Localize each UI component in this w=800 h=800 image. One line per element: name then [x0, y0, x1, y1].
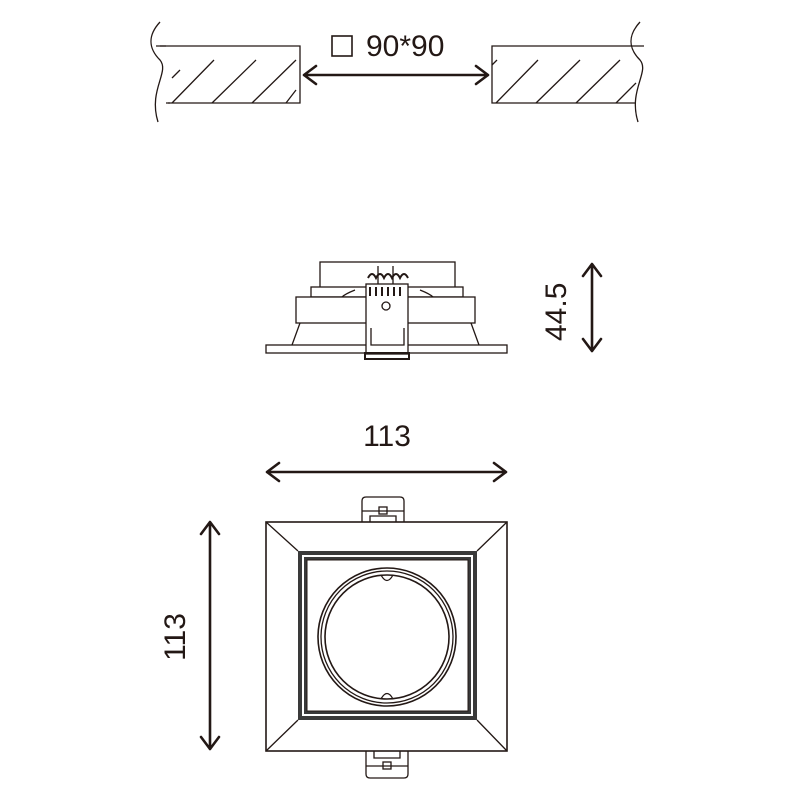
- height-dimension-arrow: [581, 262, 603, 353]
- front-height-dimension-arrow: [199, 520, 221, 751]
- cutout-label: 90*90: [366, 30, 444, 63]
- width-dimension-arrow: [265, 461, 508, 483]
- lens-ring: [317, 567, 457, 707]
- ceiling-right-section: [491, 21, 644, 123]
- width-label: 113: [363, 420, 411, 453]
- side-view: 44.5: [265, 261, 603, 360]
- spring-clip: [364, 266, 410, 360]
- front-height-label: 113: [159, 613, 192, 661]
- bottom-tab: [365, 751, 409, 779]
- cutout-dimension-arrow: [302, 64, 490, 86]
- height-label: 44.5: [540, 283, 573, 341]
- front-view: 113 113: [159, 420, 508, 779]
- top-tab: [361, 496, 405, 522]
- square-symbol: [331, 35, 353, 57]
- ceiling-left-section: [150, 21, 301, 123]
- cutout-diagram: 90*90: [150, 21, 644, 123]
